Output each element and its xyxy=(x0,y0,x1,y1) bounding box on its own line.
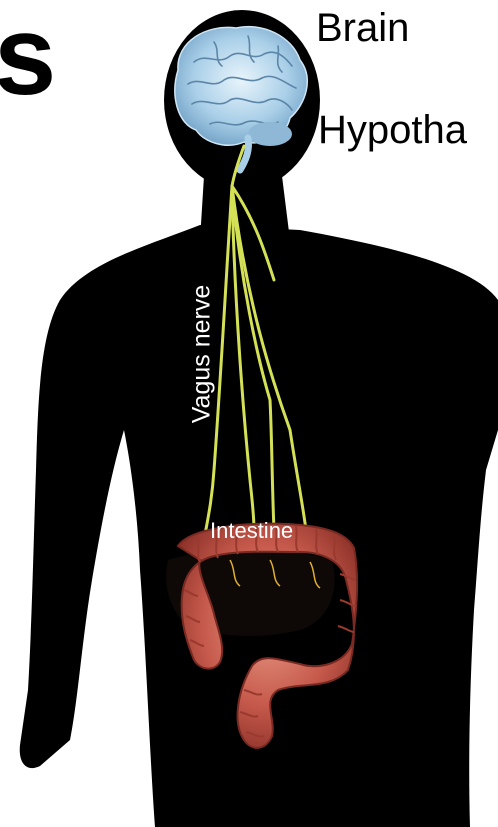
vagus-nerve-label: Vagus nerve xyxy=(187,285,215,424)
hypothalamus-label: Hypotha xyxy=(318,108,467,152)
brain-label: Brain xyxy=(316,6,409,50)
partial-title-text: s xyxy=(0,0,54,112)
intestine-label: Intestine xyxy=(210,519,293,543)
